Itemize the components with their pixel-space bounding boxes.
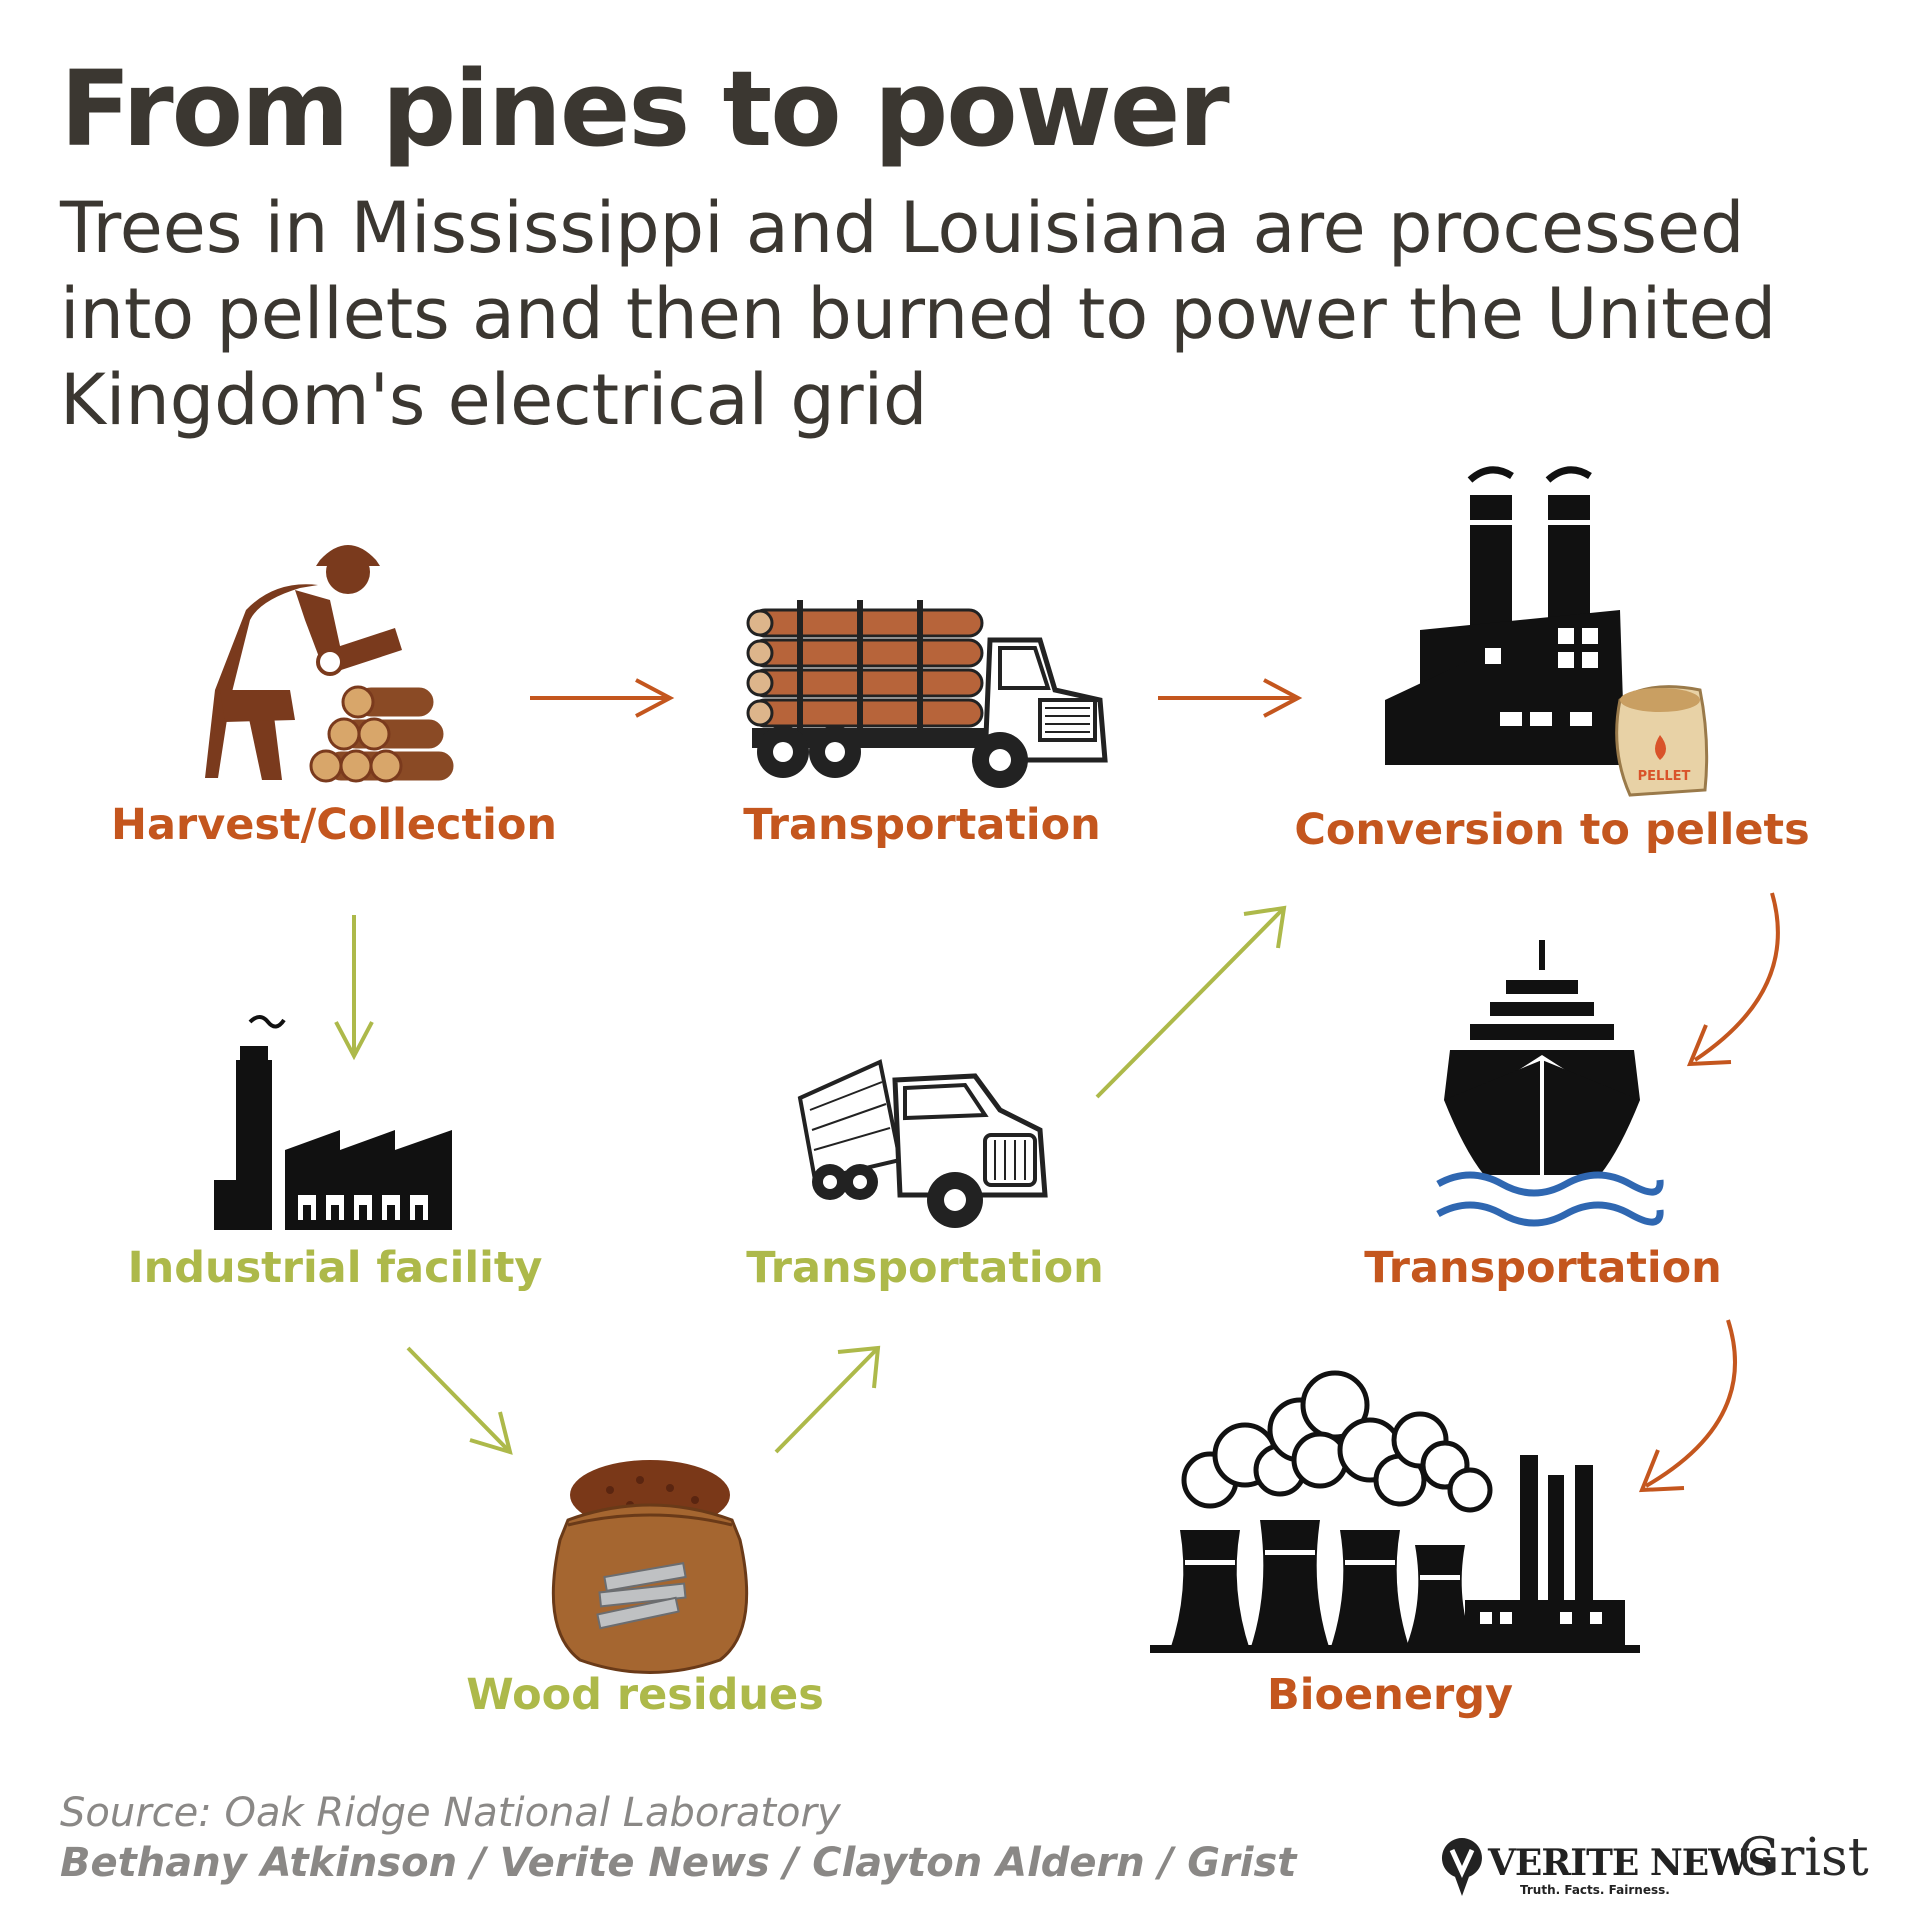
verite-news-logo: VERITE NEWS <box>1488 1842 1774 1884</box>
label-transport-residue: Transportation <box>746 1243 1104 1293</box>
label-harvest: Harvest/Collection <box>111 800 557 850</box>
arrow-harvest-to-transport <box>530 678 675 718</box>
verite-news-tagline: Truth. Facts. Fairness. <box>1520 1883 1670 1897</box>
label-industrial: Industrial facility <box>127 1243 543 1293</box>
grist-logo: Grist <box>1738 1828 1869 1888</box>
arrow-conversion-to-ship <box>1686 892 1780 1067</box>
pellet-bag-label: PELLET <box>1638 769 1691 784</box>
box-truck-icon <box>797 1059 1048 1228</box>
arrow-harvest-to-industrial <box>334 915 374 1061</box>
arrow-residues-to-transport <box>774 1345 881 1454</box>
label-residues: Wood residues <box>466 1670 824 1720</box>
power-plant-icon <box>1150 1370 1640 1653</box>
pellet-factory-icon: PELLET <box>1385 466 1709 797</box>
label-transport-ship: Transportation <box>1364 1243 1722 1293</box>
arrow-transport-to-conversion <box>1158 678 1303 718</box>
factory-icon <box>214 1015 452 1230</box>
arrow-transport-to-conversion-green <box>1095 905 1287 1099</box>
source-note: Source: Oak Ridge National Laboratory <box>60 1790 841 1836</box>
page-subtitle: Trees in Mississippi and Louisiana are p… <box>60 187 1777 441</box>
logger-with-logs-icon <box>205 545 457 784</box>
label-transport-logs: Transportation <box>743 800 1101 850</box>
label-conversion: Conversion to pellets <box>1294 805 1810 855</box>
label-bioenergy: Bioenergy <box>1266 1670 1514 1720</box>
sawdust-sack-icon <box>551 1460 749 1674</box>
cargo-ship-icon <box>1436 940 1664 1227</box>
verite-news-logo-mark <box>1441 1838 1482 1896</box>
arrow-industrial-to-residues <box>406 1346 513 1455</box>
arrow-ship-to-bioenergy <box>1638 1319 1737 1493</box>
page-title: From pines to power <box>60 48 1230 170</box>
credit-line: Bethany Atkinson / Verite News / Clayton… <box>60 1840 1297 1886</box>
log-truck-icon <box>746 600 1108 788</box>
